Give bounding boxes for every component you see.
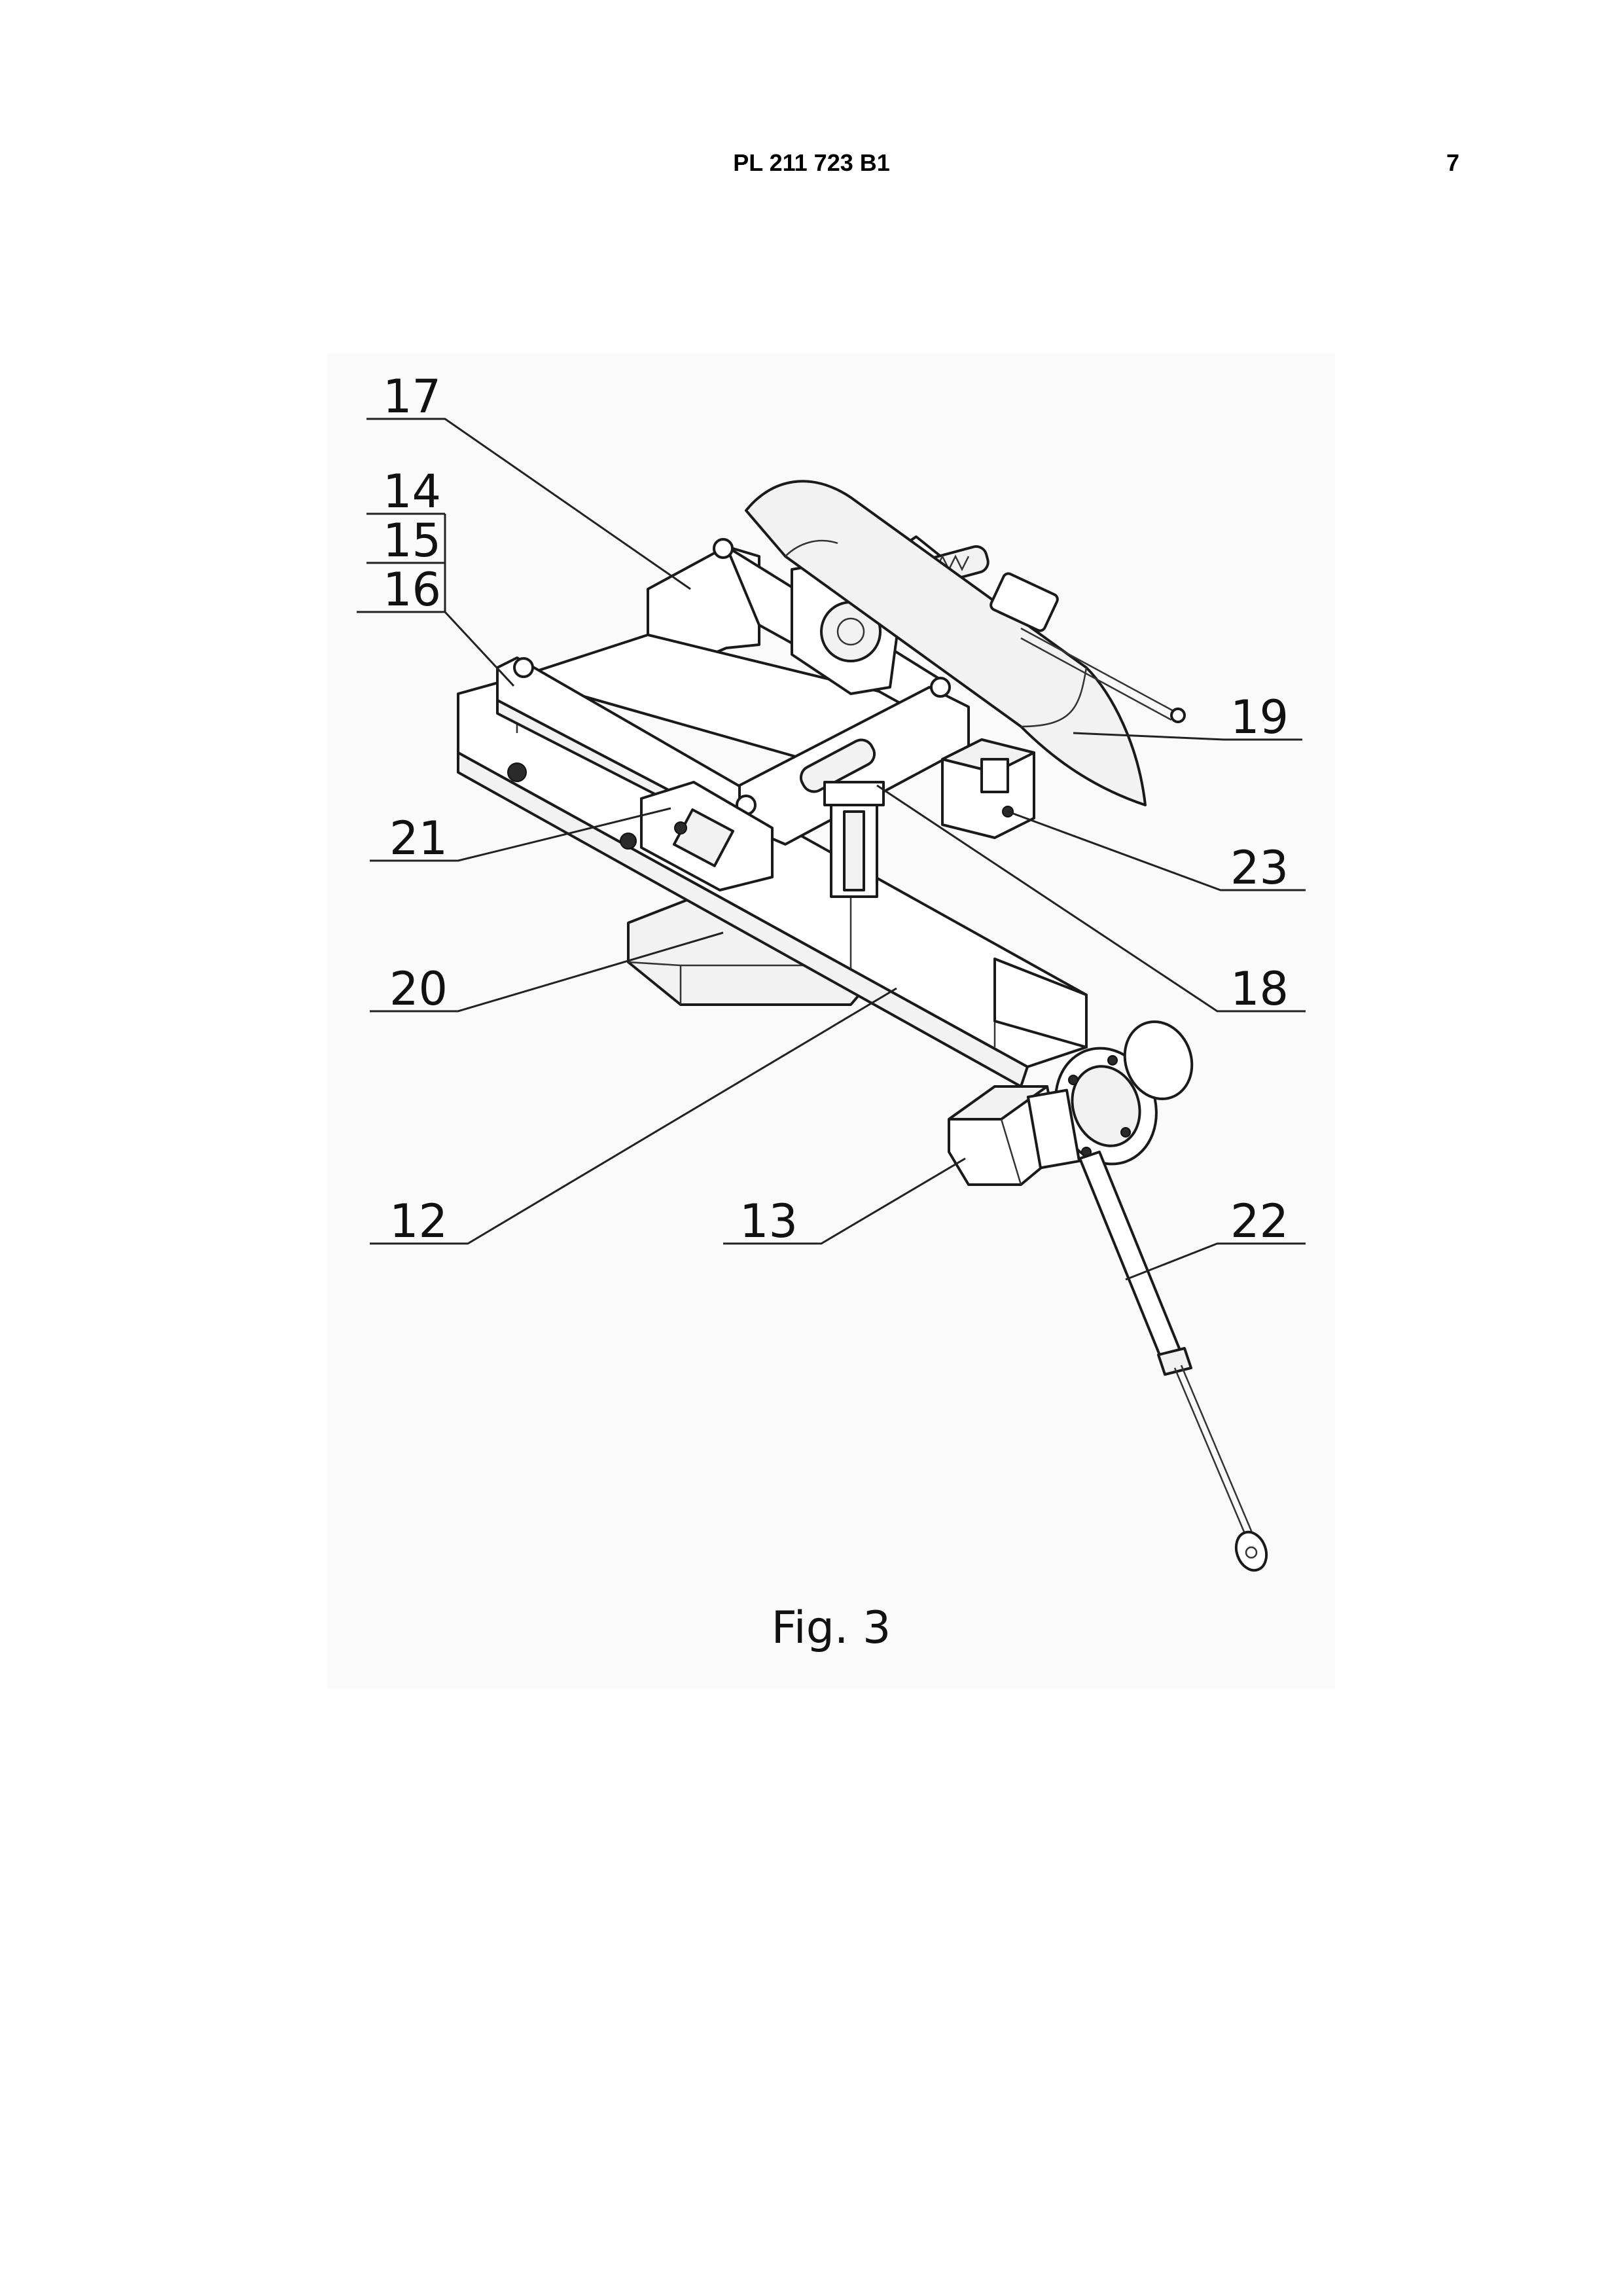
leader-17 bbox=[366, 418, 691, 590]
label-22: 22 bbox=[1230, 1194, 1289, 1248]
label-20: 20 bbox=[389, 962, 448, 1016]
label-15: 15 bbox=[383, 514, 441, 567]
label-21: 21 bbox=[389, 812, 448, 865]
leader-23 bbox=[1007, 810, 1306, 891]
reference-numerals: 17 14 15 16 19 21 23 20 18 12 13 22 bbox=[383, 370, 1289, 1248]
label-14: 14 bbox=[383, 465, 441, 518]
drive-13 bbox=[948, 1020, 1194, 1186]
leader-20 bbox=[370, 931, 724, 1013]
cover-19 bbox=[745, 480, 1186, 806]
page-number: 7 bbox=[1446, 149, 1459, 176]
leader-lines bbox=[357, 418, 1306, 1281]
leader-21 bbox=[370, 807, 671, 862]
figure-caption: Fig. 3 bbox=[772, 1602, 891, 1654]
label-23: 23 bbox=[1230, 841, 1289, 895]
leader-13 bbox=[723, 1157, 966, 1245]
mechanism bbox=[457, 480, 1268, 1572]
label-18: 18 bbox=[1230, 962, 1289, 1016]
leader-12 bbox=[370, 987, 897, 1245]
label-12: 12 bbox=[389, 1194, 448, 1248]
label-16: 16 bbox=[383, 563, 441, 617]
leader-18 bbox=[876, 784, 1306, 1013]
gear-motor-23 bbox=[941, 738, 1035, 839]
strut-22 bbox=[1079, 1151, 1268, 1572]
patent-number: PL 211 723 B1 bbox=[733, 149, 890, 176]
leader-19 bbox=[1073, 732, 1302, 741]
guide-column bbox=[823, 781, 885, 898]
actuator-21 bbox=[507, 762, 774, 891]
label-19: 19 bbox=[1230, 691, 1289, 744]
label-13: 13 bbox=[740, 1194, 798, 1248]
leader-22 bbox=[1125, 1242, 1306, 1281]
label-17: 17 bbox=[383, 370, 441, 423]
